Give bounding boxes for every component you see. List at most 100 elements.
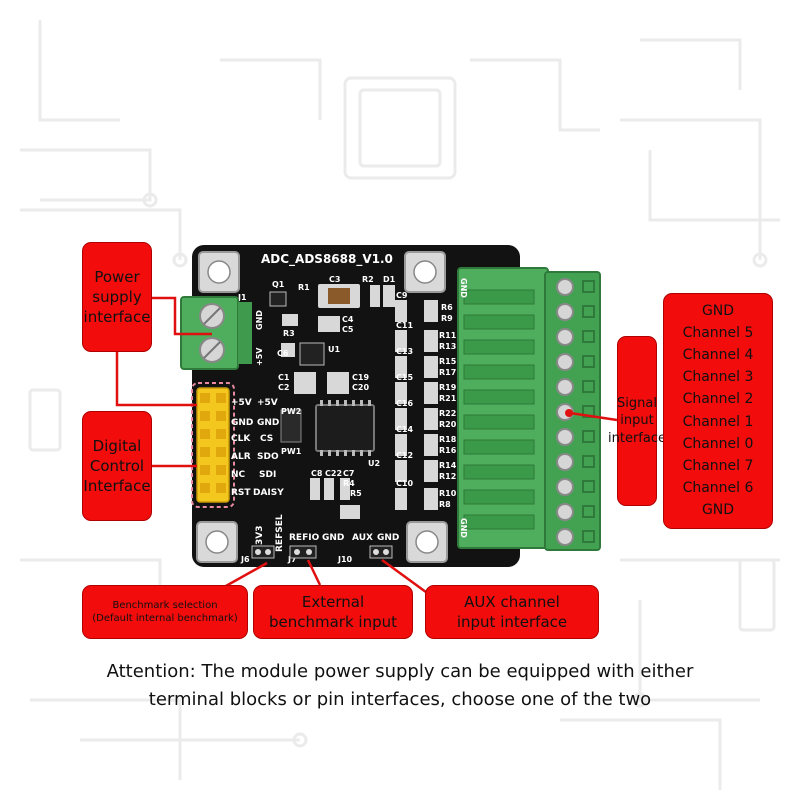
svg-text:R21: R21 <box>439 394 457 403</box>
svg-text:SDO: SDO <box>257 452 279 462</box>
svg-text:R3: R3 <box>283 329 295 338</box>
svg-text:PW1: PW1 <box>281 447 302 456</box>
attention-note: Attention: The module power supply can b… <box>0 658 800 714</box>
channel-label: GND <box>701 303 735 319</box>
board-title: ADC_ADS8688_V1.0 <box>261 252 393 267</box>
channel-label: Channel 3 <box>682 369 754 386</box>
svg-text:GND: GND <box>322 533 344 543</box>
svg-text:R2: R2 <box>362 275 374 284</box>
svg-text:CLK: CLK <box>231 434 251 444</box>
digital-control-line-2: Control <box>89 456 145 475</box>
svg-text:GND: GND <box>257 418 279 428</box>
power-terminal-block <box>180 296 252 370</box>
svg-text:C4: C4 <box>342 315 354 324</box>
svg-text:R15: R15 <box>439 357 457 366</box>
svg-text:RST: RST <box>231 488 251 498</box>
svg-text:C1: C1 <box>278 373 290 382</box>
svg-text:R10: R10 <box>439 489 457 498</box>
signal-input-line-1: Signal <box>617 395 657 411</box>
benchmark-selection-line-1: Benchmark selection <box>112 599 218 611</box>
signal-terminal-block <box>457 267 601 551</box>
svg-text:C14: C14 <box>396 425 413 434</box>
svg-text:NC: NC <box>231 470 246 480</box>
svg-text:C10: C10 <box>396 479 413 488</box>
pin-header <box>196 387 230 503</box>
attention-line-1: Attention: The module power supply can b… <box>106 661 694 682</box>
svg-text:U2: U2 <box>368 459 380 468</box>
svg-text:U1: U1 <box>328 345 340 354</box>
svg-text:J6: J6 <box>240 555 250 564</box>
svg-text:C8: C8 <box>311 469 323 478</box>
svg-text:J10: J10 <box>337 555 353 564</box>
svg-text:R5: R5 <box>350 489 362 498</box>
svg-text:C22: C22 <box>325 469 342 478</box>
svg-text:C20: C20 <box>352 383 369 392</box>
svg-text:R9: R9 <box>441 314 453 323</box>
svg-text:+5V: +5V <box>257 398 278 408</box>
external-benchmark-callout: External benchmark input <box>253 585 413 639</box>
svg-text:R8: R8 <box>439 500 451 509</box>
svg-text:AUX: AUX <box>352 533 373 543</box>
power-supply-line-3: interface <box>83 308 151 327</box>
svg-text:GND: GND <box>459 518 468 538</box>
svg-text:C9: C9 <box>396 291 408 300</box>
svg-text:C11: C11 <box>396 321 413 330</box>
svg-text:3V3: 3V3 <box>255 526 265 546</box>
svg-text:GND: GND <box>255 310 264 330</box>
svg-text:C13: C13 <box>396 347 413 356</box>
svg-text:J7: J7 <box>287 555 297 564</box>
svg-text:REFIO: REFIO <box>289 533 320 543</box>
svg-text:R20: R20 <box>439 420 457 429</box>
svg-text:CS: CS <box>260 434 273 444</box>
svg-text:J1: J1 <box>237 293 247 302</box>
power-supply-line-1: Power <box>94 267 140 286</box>
svg-text:R19: R19 <box>439 383 457 392</box>
digital-control-callout: Digital Control Interface <box>82 411 152 521</box>
svg-text:PW2: PW2 <box>281 407 301 416</box>
benchmark-selection-line-2: (Default internal benchmark) <box>92 613 238 624</box>
external-benchmark-line-2: benchmark input <box>268 613 398 631</box>
svg-text:R13: R13 <box>439 342 456 351</box>
svg-text:C15: C15 <box>396 373 413 382</box>
svg-text:GND: GND <box>459 278 468 298</box>
svg-text:GND: GND <box>231 418 253 428</box>
power-supply-line-2: supply <box>92 287 142 306</box>
svg-text:R17: R17 <box>439 368 456 377</box>
svg-text:C7: C7 <box>343 469 354 478</box>
svg-text:C5: C5 <box>342 325 354 334</box>
svg-text:Q1: Q1 <box>272 280 285 289</box>
svg-text:+5V: +5V <box>231 398 252 408</box>
header-pin-labels: +5V GND CLK ALR NC RST +5V GND CS SDO SD… <box>231 398 284 498</box>
aux-channel-line-2: input interface <box>456 613 568 631</box>
svg-text:R14: R14 <box>439 461 457 470</box>
svg-text:R16: R16 <box>439 446 457 455</box>
channel-label: Channel 7 <box>682 457 754 474</box>
mounting-holes <box>196 251 448 563</box>
bottom-connectors <box>251 545 393 559</box>
top-components <box>269 284 438 519</box>
svg-text:C2: C2 <box>278 383 289 392</box>
svg-text:D1: D1 <box>383 275 396 284</box>
terminal-gnd-labels: GND GND <box>459 278 468 538</box>
channel-label: Channel 1 <box>682 413 754 430</box>
svg-text:C6: C6 <box>277 349 289 358</box>
channel-label: Channel 4 <box>682 347 754 364</box>
digital-control-line-1: Digital <box>92 436 142 455</box>
aux-channel-callout: AUX channel input interface <box>425 585 599 639</box>
svg-text:R1: R1 <box>298 283 310 292</box>
channel-label: Channel 5 <box>682 325 754 342</box>
attention-line-2: terminal blocks or pin interfaces, choos… <box>148 689 652 710</box>
power-supply-callout: Power supply interface <box>82 242 152 352</box>
header-highlight <box>191 382 235 508</box>
channel-label: Channel 2 <box>682 391 754 408</box>
channel-label: Channel 0 <box>682 435 754 452</box>
svg-text:C3: C3 <box>329 275 340 284</box>
leader-dots <box>565 409 573 417</box>
signal-input-callout: Signal input interface <box>608 336 666 506</box>
svg-text:R12: R12 <box>439 472 456 481</box>
bottom-pin-labels: 3V3 REFSEL REFIO GND AUX GND <box>255 514 399 552</box>
svg-text:R22: R22 <box>439 409 456 418</box>
benchmark-selection-callout: Benchmark selection (Default internal be… <box>82 585 248 639</box>
channel-label: GND <box>701 501 735 518</box>
component-designators: Q1 R1 R2 D1 C3 J1 R3 C4 C5 C6 U1 C1 C2 C… <box>237 275 457 564</box>
